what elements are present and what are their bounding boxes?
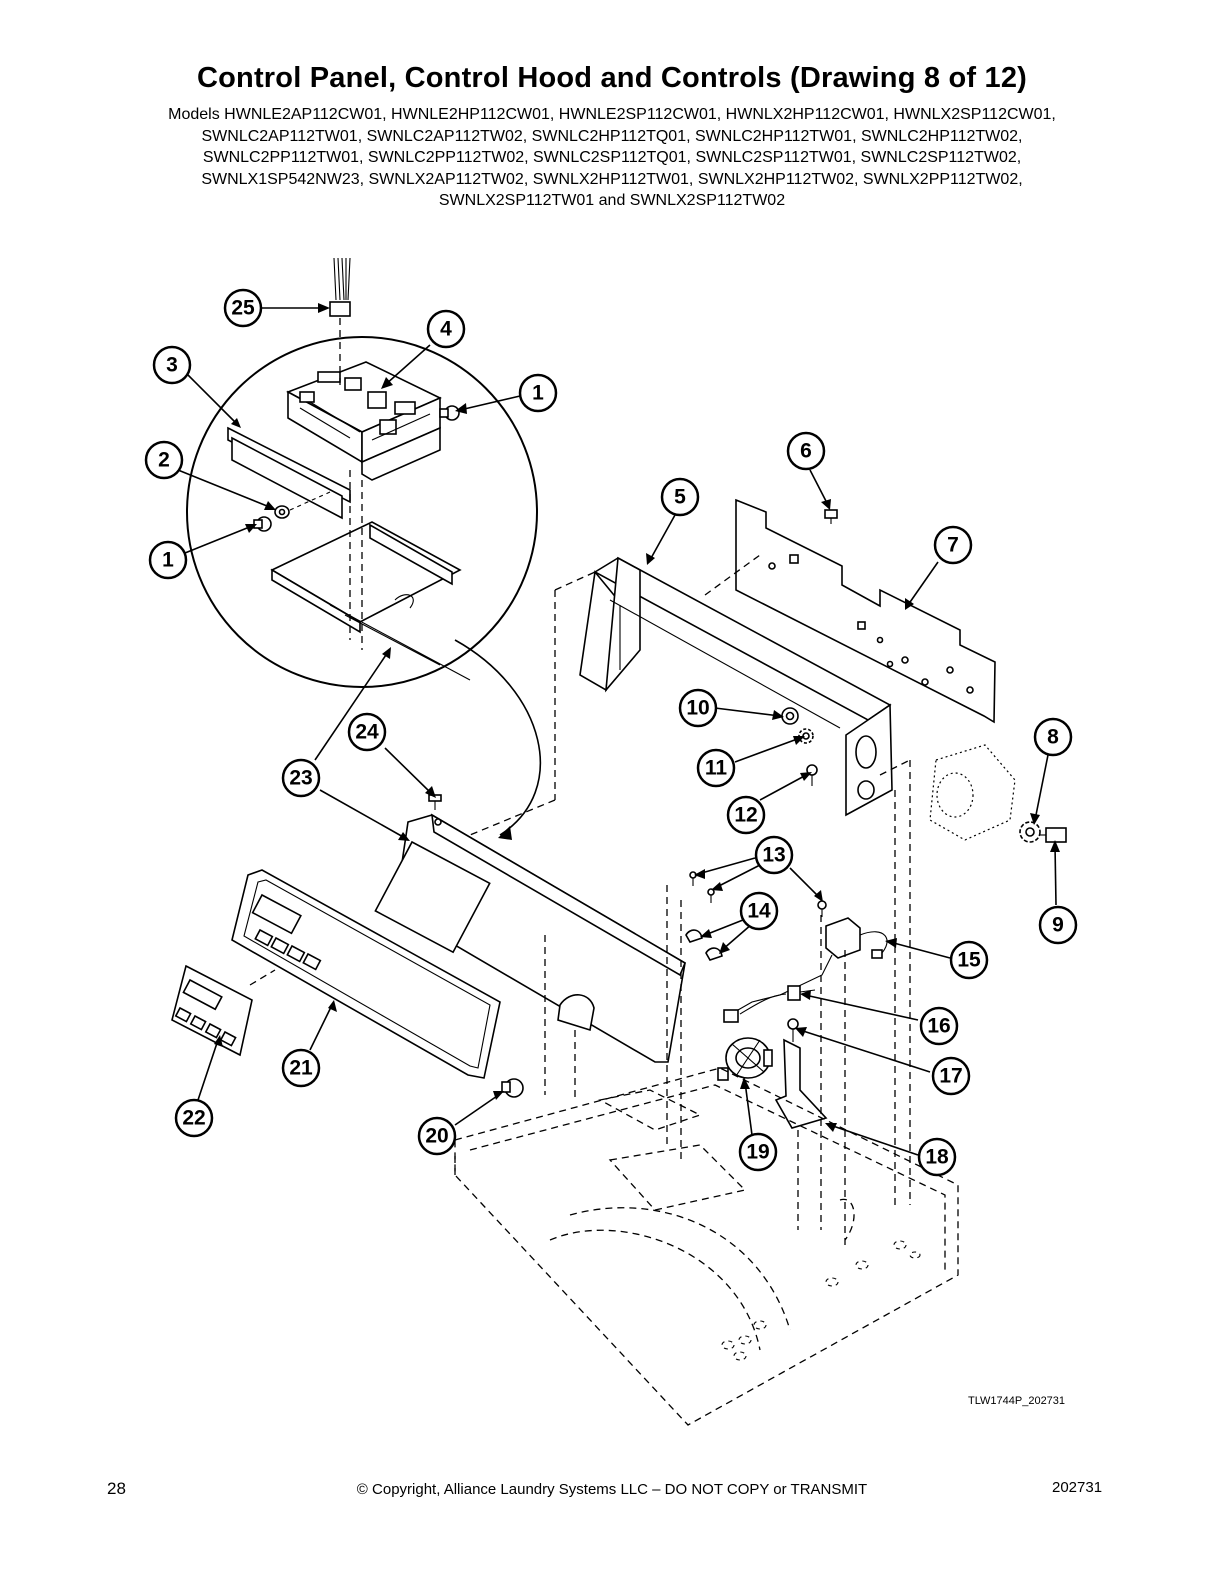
svg-text:23: 23 xyxy=(289,767,312,790)
callout-14: 14 xyxy=(739,891,779,931)
control-hood xyxy=(579,556,893,817)
control-panel xyxy=(374,813,687,1063)
callout-1: 1 xyxy=(148,540,188,580)
callout-4: 4 xyxy=(426,309,466,349)
washer xyxy=(274,505,290,519)
callout-24: 24 xyxy=(347,712,387,752)
callout-21: 21 xyxy=(281,1048,321,1088)
svg-text:10: 10 xyxy=(686,697,709,720)
callout-3: 3 xyxy=(152,345,192,385)
wire-harness-connector xyxy=(329,257,351,317)
svg-text:20: 20 xyxy=(425,1125,448,1148)
svg-text:6: 6 xyxy=(800,440,812,463)
callout-1: 1 xyxy=(518,373,558,413)
callout-23: 23 xyxy=(281,758,321,798)
svg-text:7: 7 xyxy=(947,534,959,557)
screw xyxy=(689,871,697,886)
cabinet-top xyxy=(454,1067,959,1426)
model-line: SWNLX1SP542NW23, SWNLX2AP112TW02, SWNLX2… xyxy=(201,170,1023,188)
model-line: SWNLC2AP112TW01, SWNLC2AP112TW02, SWNLC2… xyxy=(201,127,1023,145)
callout-7: 7 xyxy=(933,525,973,565)
model-line: SWNLC2PP112TW01, SWNLC2PP112TW02, SWNLC2… xyxy=(202,149,1022,166)
callout-13: 13 xyxy=(754,835,794,875)
callout-2: 2 xyxy=(144,440,184,480)
callout-18: 18 xyxy=(917,1137,957,1177)
callout-5: 5 xyxy=(660,477,700,517)
callout-11: 11 xyxy=(696,748,736,788)
board-bracket xyxy=(227,426,351,520)
nut xyxy=(781,707,799,725)
svg-text:24: 24 xyxy=(355,721,379,744)
svg-text:5: 5 xyxy=(674,486,686,509)
model-line: Models HWNLE2AP112CW01, HWNLE2HP112CW01,… xyxy=(168,106,1056,123)
copyright-notice: © Copyright, Alliance Laundry Systems LL… xyxy=(356,1481,868,1498)
model-list: Models HWNLE2AP112CW01, HWNLE2HP112CW01,… xyxy=(60,104,1164,212)
screw xyxy=(787,1018,799,1042)
bolt xyxy=(1040,827,1067,843)
svg-text:2: 2 xyxy=(158,449,170,472)
svg-text:16: 16 xyxy=(927,1015,950,1038)
detail-circle xyxy=(186,336,538,688)
svg-text:17: 17 xyxy=(939,1065,962,1088)
svg-text:25: 25 xyxy=(231,297,255,320)
callout-22: 22 xyxy=(174,1098,214,1138)
leader-lines xyxy=(177,307,1057,1156)
star-washer xyxy=(1019,821,1041,843)
document-number: 202731 xyxy=(1052,1479,1103,1496)
svg-text:22: 22 xyxy=(182,1107,205,1130)
knob xyxy=(501,1078,524,1098)
svg-text:11: 11 xyxy=(705,757,728,780)
svg-text:8: 8 xyxy=(1047,726,1059,749)
svg-text:21: 21 xyxy=(289,1057,313,1080)
callout-19: 19 xyxy=(738,1132,778,1172)
callout-9: 9 xyxy=(1038,905,1078,945)
arrowheads xyxy=(214,303,1060,1132)
wire-harness xyxy=(723,985,816,1023)
drawing-id: TLW1744P_202731 xyxy=(968,1395,1066,1407)
screw xyxy=(439,405,460,421)
callout-12: 12 xyxy=(726,795,766,835)
callout-10: 10 xyxy=(678,688,718,728)
callout-17: 17 xyxy=(931,1056,971,1096)
svg-text:14: 14 xyxy=(747,900,771,923)
svg-text:15: 15 xyxy=(957,949,981,972)
control-board xyxy=(286,361,442,481)
svg-text:13: 13 xyxy=(762,844,785,867)
page-title: Control Panel, Control Hood and Controls… xyxy=(196,62,1028,94)
svg-text:4: 4 xyxy=(440,318,452,341)
model-line: SWNLX2SP112TW01 and SWNLX2SP112TW02 xyxy=(438,192,786,209)
mounting-bracket xyxy=(774,1038,828,1129)
svg-text:3: 3 xyxy=(166,354,178,377)
screw xyxy=(824,509,838,524)
callout-20: 20 xyxy=(417,1116,457,1156)
svg-text:19: 19 xyxy=(746,1141,769,1164)
svg-text:9: 9 xyxy=(1052,914,1064,937)
screw xyxy=(817,900,827,917)
svg-text:1: 1 xyxy=(532,382,544,405)
callout-16: 16 xyxy=(919,1006,959,1046)
rear-mounting-plate xyxy=(735,498,996,724)
clip xyxy=(685,929,703,943)
callout-15: 15 xyxy=(949,940,989,980)
svg-text:12: 12 xyxy=(734,804,757,827)
detail-curve-arrowhead xyxy=(498,826,512,840)
callout-6: 6 xyxy=(786,431,826,471)
console-bottom xyxy=(270,521,471,681)
detail-curve-arrow xyxy=(454,639,542,836)
screw xyxy=(707,888,715,903)
side-bracket xyxy=(929,744,1016,841)
clip xyxy=(705,947,723,961)
callout-25: 25 xyxy=(223,288,263,328)
selector-switch xyxy=(717,1037,773,1081)
svg-text:1: 1 xyxy=(162,549,174,572)
keypad-label xyxy=(171,964,253,1057)
page-number: 28 xyxy=(107,1479,126,1498)
svg-text:18: 18 xyxy=(925,1146,949,1169)
control-panel-overlay xyxy=(231,869,501,1079)
callout-8: 8 xyxy=(1033,717,1073,757)
